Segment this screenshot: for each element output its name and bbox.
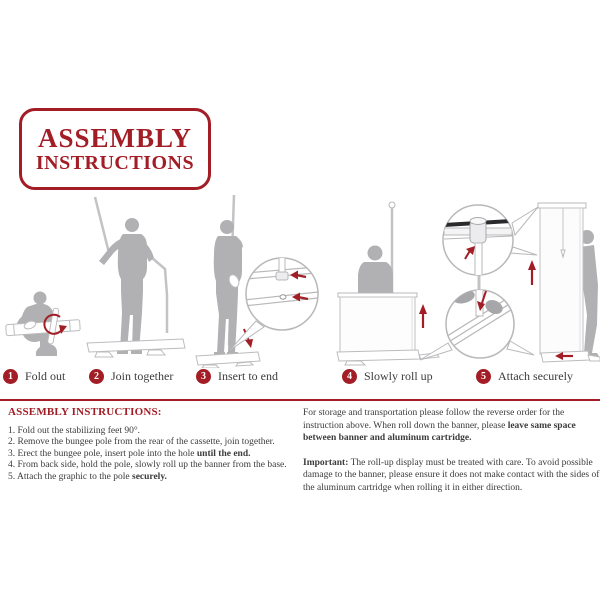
rotation-arrow-icon [43,313,67,335]
banner-panel [337,292,418,353]
storage-paragraph: For storage and transportation please fo… [303,408,576,443]
stabilizing-foot [47,307,60,345]
step-2: 2 Join together [89,369,173,384]
step-5-badge: 5 [476,369,491,384]
instruction-item-3: 3. Erect the bungee pole, insert pole in… [8,448,251,459]
step-3-badge: 3 [196,369,211,384]
step-1: 1 Fold out [3,369,65,384]
cassette-tube [5,319,81,337]
magnifier-callout [229,257,319,351]
instruction-item-4: 4. From back side, hold the pole, slowly… [8,460,287,470]
instruction-item-1: 1. Fold out the stabilizing feet 90°. [8,425,141,436]
step4-illustration-slowly-roll-up [336,201,440,366]
insert-base-arrow-icon [477,290,487,311]
detail-arrow-icons [290,270,309,302]
divider-rule [0,399,600,401]
bungee-pole-upper [93,196,111,254]
title-line-2: INSTRUCTIONS [35,152,195,174]
step1-illustration-fold-out [5,291,81,356]
step-4-badge: 4 [342,369,357,384]
step-2-badge: 2 [89,369,104,384]
base-cassette [195,351,261,368]
top-clamp-callout [442,204,539,276]
roll-up-arrow-icon [419,304,427,328]
step-1-label: Fold out [25,369,66,383]
step-2-label: Join together [111,369,174,383]
raise-arrow-icon [528,260,536,285]
base-cassette [86,338,186,358]
base-arrow-icon [555,352,573,360]
assembly-illustrations [5,195,600,368]
step-5: 5 Attach securely [476,369,573,384]
instruction-item-2: 2. Remove the bungee pole from the rear … [8,437,275,447]
instruction-item-5: 5. Attach the graphic to the pole secure… [8,471,167,482]
base-cassette [336,349,440,366]
step-3: 3 Insert to end [196,369,278,384]
clamp-arrow-icon [464,246,475,260]
step-4-label: Slowly roll up [364,369,433,383]
step-1-badge: 1 [3,369,18,384]
full-banner [537,202,600,363]
bungee-pole-lower [150,256,169,333]
title-line-1: ASSEMBLY [37,123,193,153]
step-3-label: Insert to end [218,369,278,383]
step-5-label: Attach securely [498,369,573,383]
step-4: 4 Slowly roll up [342,369,433,384]
instructions-heading: ASSEMBLY INSTRUCTIONS: [8,406,162,418]
instructions-text-block: ASSEMBLY INSTRUCTIONS: 1. Fold out the s… [8,406,300,483]
step5-illustration-attach-securely [419,202,600,363]
base-foot-callout [419,289,535,361]
step2-illustration-join-together [86,196,186,358]
step3-illustration-insert-to-end [195,195,319,368]
notes-text-block: For storage and transportation please fo… [303,407,600,506]
important-paragraph: Important: The roll-up display must be t… [303,457,600,493]
title-box: ASSEMBLY INSTRUCTIONS [19,108,211,190]
